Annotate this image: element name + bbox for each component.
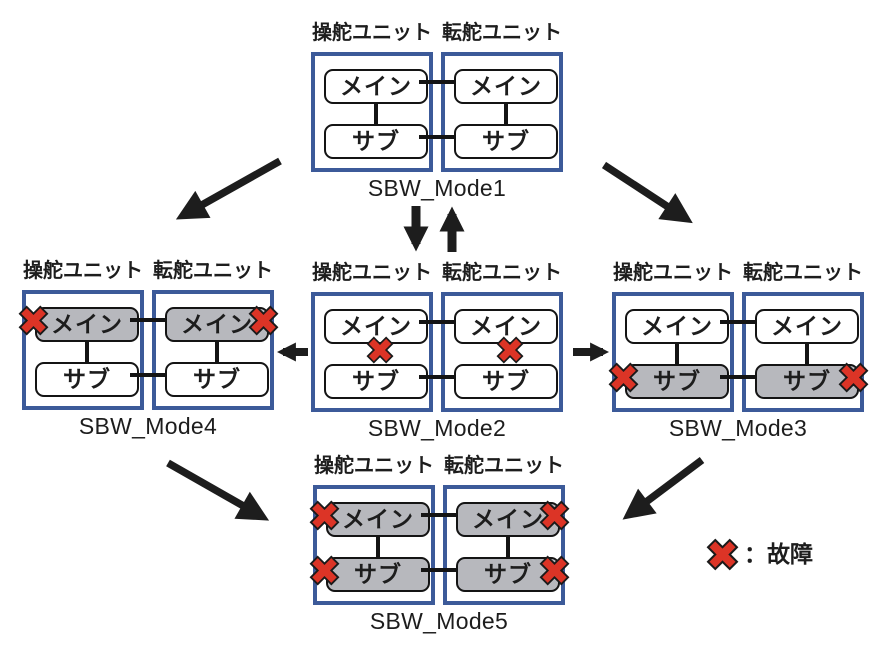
mode5-units: メイン サブ メイン サブ: [309, 485, 569, 605]
steering-unit-label: 操舵ユニット: [312, 262, 432, 284]
sub-sub-link: [421, 568, 457, 572]
steering-sub-box-failed: サブ: [625, 364, 729, 399]
failure-cross-icon: [18, 305, 49, 336]
steering-unit-label: 操舵ユニット: [314, 455, 434, 477]
mode2-units: メイン サブ メイン サブ: [311, 292, 563, 412]
main-main-link: [419, 320, 455, 324]
failure-cross-icon: [539, 555, 570, 586]
arrow-mode3-to-mode5: [622, 457, 705, 520]
main-main-link: [421, 513, 457, 517]
failure-cross-icon: [539, 500, 570, 531]
turning-main-box: メイン: [454, 309, 558, 344]
arrow-mode1-to-mode4: [175, 157, 282, 220]
unit-labels: 操舵ユニット 転舵ユニット: [311, 20, 563, 46]
legend-label: ：故障: [744, 541, 813, 567]
sbw-mode2-diagram: 操舵ユニット 転舵ユニット メイン サブ メイン サブ SBW_Mode2: [311, 260, 563, 442]
steering-sub-box-failed: サブ: [326, 557, 430, 592]
steering-main-box: メイン: [625, 309, 729, 344]
sub-sub-link: [419, 135, 455, 139]
turning-unit-box: メイン サブ: [742, 292, 864, 412]
steering-sub-box: サブ: [324, 124, 428, 159]
turning-unit-box: メイン サブ: [443, 485, 565, 605]
steering-main-box-failed: メイン: [326, 502, 430, 537]
sub-sub-link: [130, 373, 166, 377]
sbw-mode3-diagram: 操舵ユニット 転舵ユニット メイン サブ メイン サブ SBW_Mode3: [608, 260, 868, 442]
failure-cross-icon: [309, 500, 340, 531]
sub-sub-link: [720, 375, 756, 379]
steering-main-box-failed: メイン: [35, 307, 139, 342]
steering-unit-box: メイン サブ: [311, 292, 433, 412]
failure-cross-icon: [608, 362, 639, 393]
sbw-mode4-diagram: 操舵ユニット 転舵ユニット メイン サブ メイン サブ SBW_Mode4: [18, 258, 278, 440]
failure-cross-icon: [706, 538, 739, 571]
steering-unit-box: メイン サブ: [313, 485, 435, 605]
main-sub-link: [504, 96, 508, 128]
sub-sub-link: [419, 375, 455, 379]
turning-unit-label: 転舵ユニット: [444, 455, 564, 477]
failure-cross-icon: [309, 555, 340, 586]
turning-sub-box: サブ: [454, 364, 558, 399]
unit-labels: 操舵ユニット 転舵ユニット: [311, 260, 563, 286]
failure-cross-icon: [366, 336, 394, 364]
turning-unit-label: 転舵ユニット: [442, 22, 562, 44]
main-sub-link: [374, 96, 378, 128]
failure-cross-icon: [838, 362, 869, 393]
turning-main-box: メイン: [454, 69, 558, 104]
arrow-mode1-to-mode3: [601, 161, 693, 224]
main-sub-link: [215, 334, 219, 366]
mode4-units: メイン サブ メイン サブ: [18, 290, 278, 410]
main-sub-link: [376, 529, 380, 561]
turning-sub-box: サブ: [454, 124, 558, 159]
main-sub-link: [675, 336, 679, 368]
steering-unit-label: 操舵ユニット: [312, 22, 432, 44]
sbw-mode5-diagram: 操舵ユニット 転舵ユニット メイン サブ メイン サブ SBW_Mode5: [309, 453, 569, 635]
steering-unit-label: 操舵ユニット: [23, 260, 143, 282]
turning-main-box: メイン: [755, 309, 859, 344]
steering-main-box: メイン: [324, 309, 428, 344]
main-sub-link: [85, 334, 89, 366]
steering-main-box: メイン: [324, 69, 428, 104]
failure-cross-icon: [248, 305, 279, 336]
main-sub-link: [506, 529, 510, 561]
unit-labels: 操舵ユニット 転舵ユニット: [313, 453, 565, 479]
sbw-mode1-diagram: 操舵ユニット 転舵ユニット メイン サブ メイン サブ SBW_Mode1: [311, 20, 563, 202]
steering-sub-box: サブ: [35, 362, 139, 397]
turning-unit-label: 転舵ユニット: [153, 260, 273, 282]
steering-unit-box: メイン サブ: [311, 52, 433, 172]
mode-label: SBW_Mode3: [668, 415, 808, 441]
main-main-link: [720, 320, 756, 324]
steering-unit-box: メイン サブ: [22, 290, 144, 410]
steering-sub-box: サブ: [324, 364, 428, 399]
mode3-units: メイン サブ メイン サブ: [608, 292, 868, 412]
steering-unit-label: 操舵ユニット: [613, 262, 733, 284]
turning-unit-label: 転舵ユニット: [743, 262, 863, 284]
main-sub-link: [805, 336, 809, 368]
unit-labels: 操舵ユニット 転舵ユニット: [22, 258, 274, 284]
unit-labels: 操舵ユニット 転舵ユニット: [612, 260, 864, 286]
mode-label: SBW_Mode4: [78, 413, 218, 439]
legend: ：故障: [706, 538, 813, 571]
main-main-link: [130, 318, 166, 322]
failure-cross-icon: [496, 336, 524, 364]
mode-label: SBW_Mode1: [367, 175, 507, 201]
mode-label: SBW_Mode5: [369, 608, 509, 634]
steering-unit-box: メイン サブ: [612, 292, 734, 412]
mode1-units: メイン サブ メイン サブ: [311, 52, 563, 172]
mode-label: SBW_Mode2: [367, 415, 507, 441]
turning-unit-label: 転舵ユニット: [442, 262, 562, 284]
turning-sub-box: サブ: [165, 362, 269, 397]
main-main-link: [419, 80, 455, 84]
arrow-mode4-to-mode5: [166, 459, 270, 521]
turning-unit-box: メイン サブ: [441, 52, 563, 172]
